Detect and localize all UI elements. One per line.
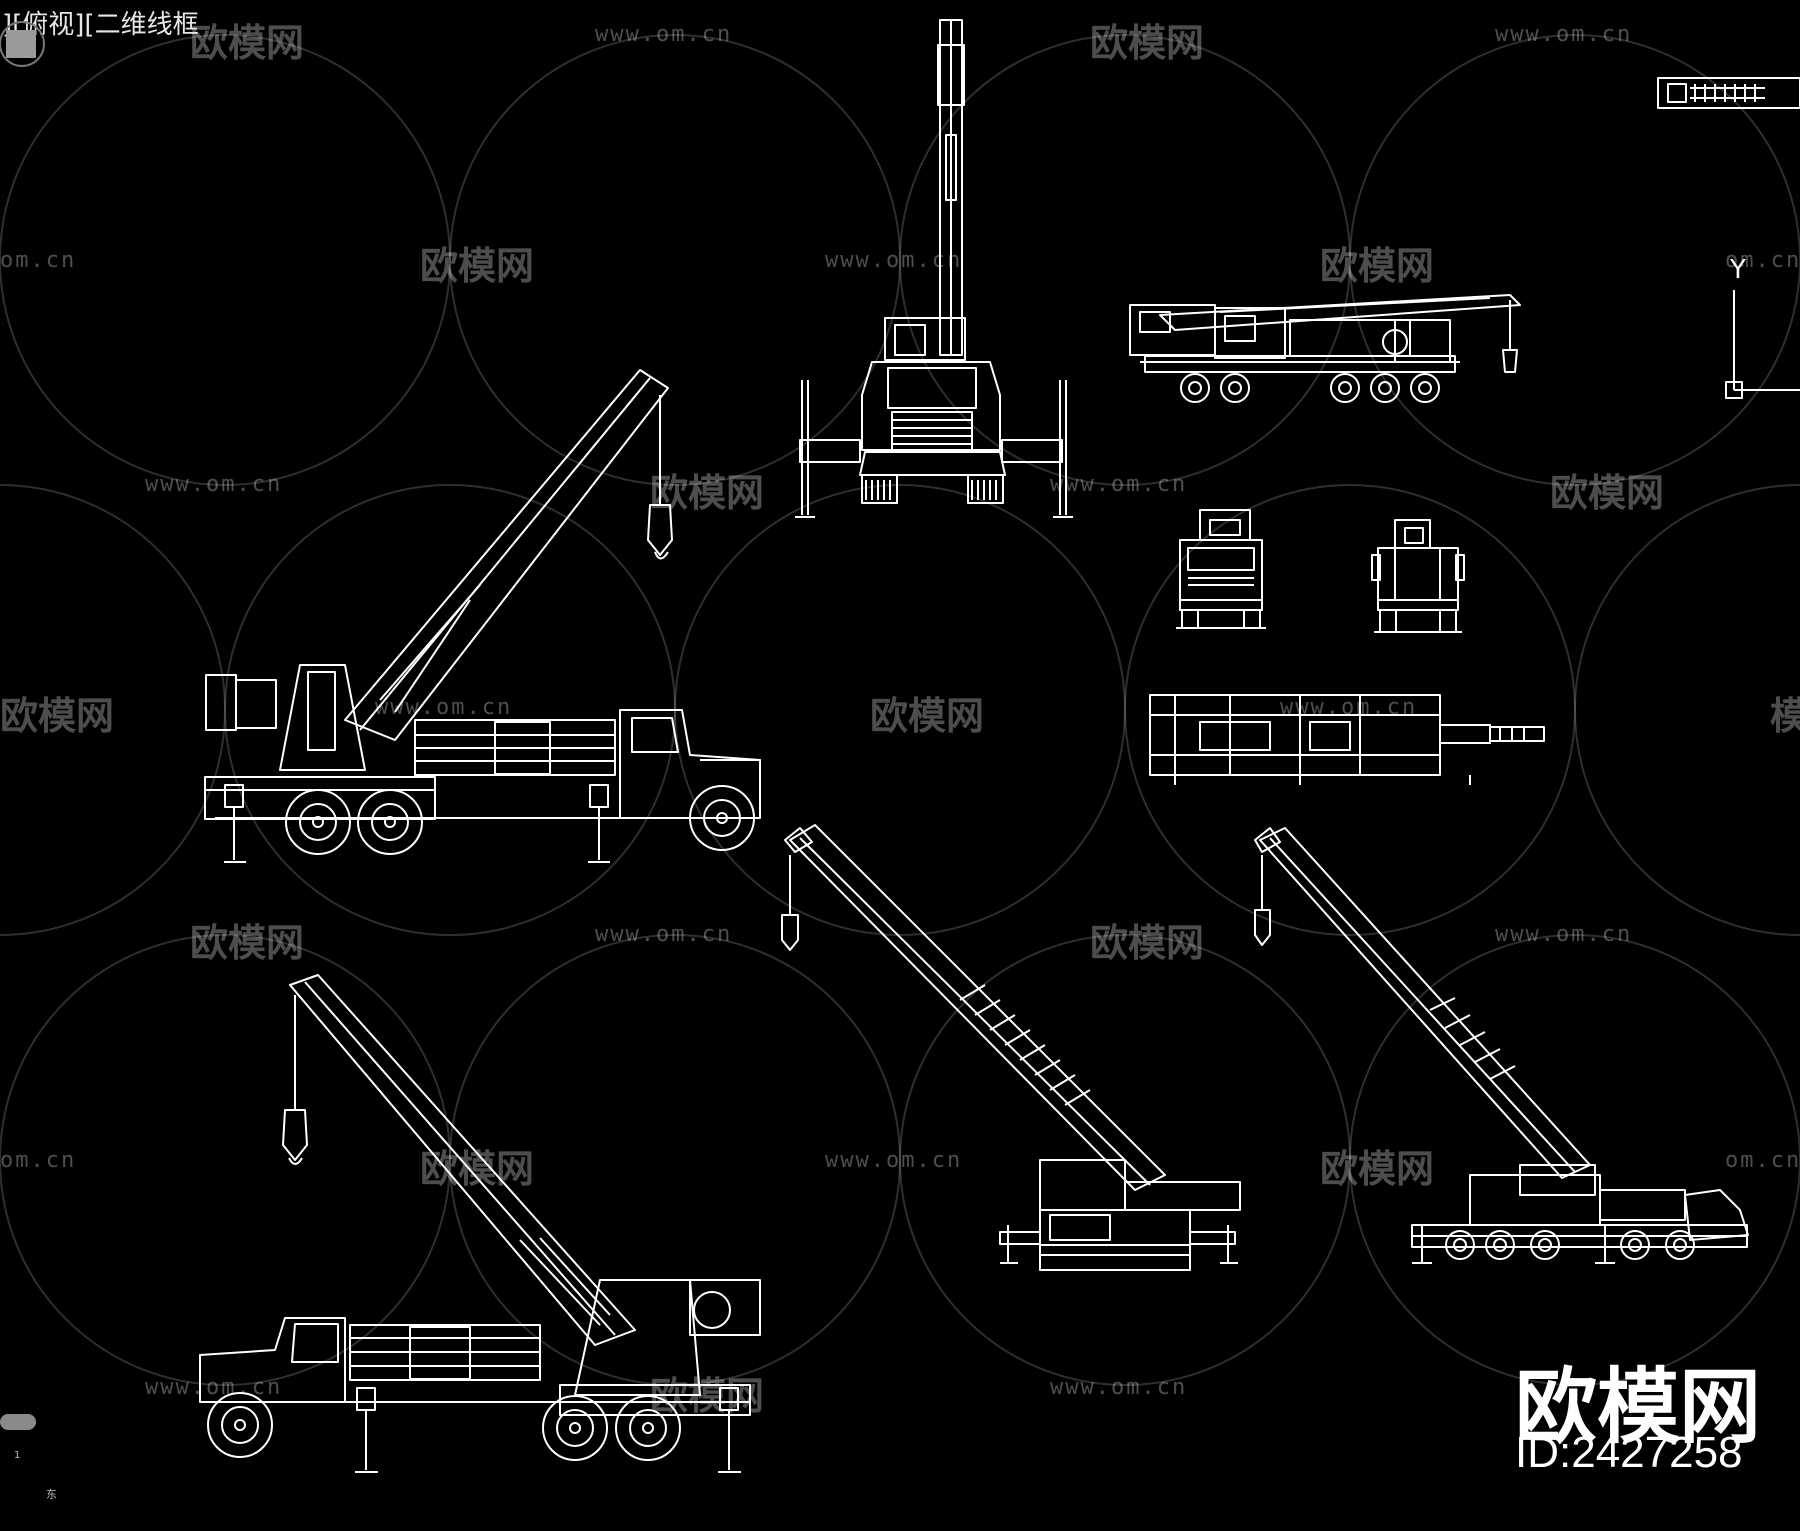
- view-cube-icon[interactable]: [0, 0, 52, 70]
- watermark-logo: 欧模网: [1515, 1360, 1762, 1455]
- partial-boom-top-right: [1657, 77, 1800, 109]
- view-cube-direction: 东: [46, 1488, 57, 1501]
- crane-truck-side-view-2: [199, 974, 761, 1473]
- crane-truck-side-view-1: [204, 369, 761, 863]
- crane-truck-side-view-3: [1254, 827, 1749, 1264]
- crane-truck-front-view: [795, 19, 1073, 518]
- watermark-circle-pattern: [0, 34, 1800, 1386]
- crane-truck-top-view: [1149, 694, 1545, 785]
- crane-truck-rear-view-small-1: [1176, 509, 1266, 629]
- ucs-icon: [1725, 290, 1800, 399]
- ucs-y-axis-label: Y: [1729, 255, 1746, 285]
- model-id-label: ID:2427258: [1515, 1428, 1743, 1477]
- crane-truck-front-view-2: [781, 824, 1241, 1271]
- crane-truck-rear-view-small-2: [1371, 519, 1465, 633]
- crane-truck-side-view-small: [1129, 294, 1521, 403]
- view-cube-number: 1: [14, 1450, 21, 1461]
- navigation-bar-handle[interactable]: [0, 1414, 36, 1430]
